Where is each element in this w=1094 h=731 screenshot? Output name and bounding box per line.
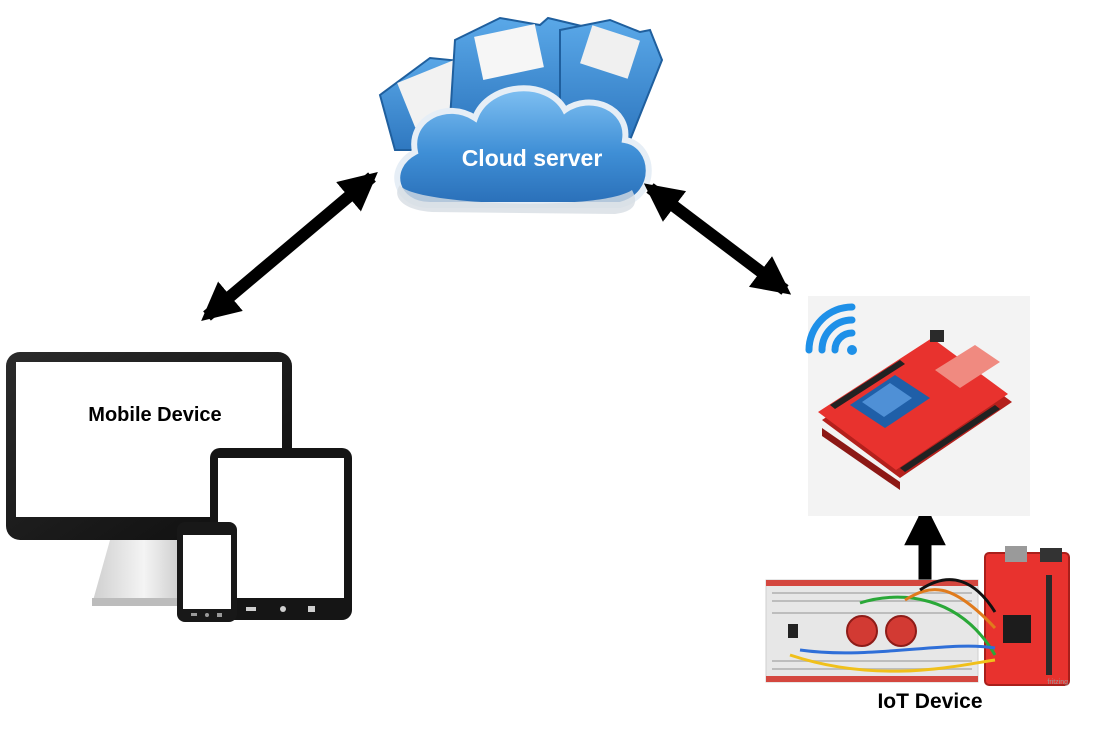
arrow-cloud-mobile: [201, 172, 378, 321]
iot-board-node: [805, 296, 1030, 516]
mobile-device-label: Mobile Device: [88, 404, 221, 426]
cloud-icon: [394, 85, 652, 208]
fritzing-watermark: fritzing: [1047, 679, 1068, 686]
xbee-shield-icon: [818, 330, 1012, 490]
mobile-device-node: Mobile Device: [6, 352, 352, 622]
wifi-icon: [805, 303, 857, 355]
arrow-cloud-iot: [643, 183, 792, 295]
cloud-server-node: Cloud server: [378, 16, 664, 214]
breadboard-circuit-node: fritzing IoT Device: [765, 546, 1070, 713]
iot-device-label: IoT Device: [877, 690, 982, 713]
tablet-icon: [210, 448, 352, 620]
phone-icon: [177, 522, 237, 622]
cloud-server-label: Cloud server: [462, 145, 603, 171]
